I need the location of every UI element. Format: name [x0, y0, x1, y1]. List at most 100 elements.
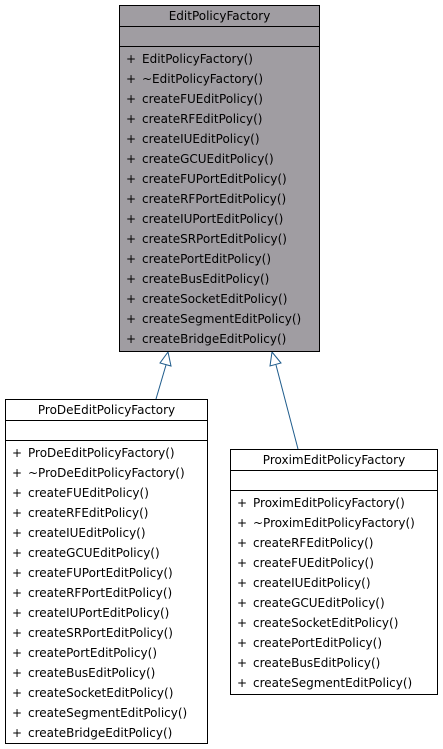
operation-signature: createFUPortEditPolicy()	[142, 172, 287, 186]
operation-signature: createGCUEditPolicy()	[142, 152, 274, 166]
operation-row: +createBridgeEditPolicy()	[126, 329, 319, 349]
visibility-marker: +	[126, 72, 137, 86]
operation-row: +EditPolicyFactory()	[126, 49, 319, 69]
operation-row: + createSocketEditPolicy()	[12, 683, 207, 703]
operation-row: +createFUPortEditPolicy()	[12, 563, 207, 583]
operation-row: + createIUPortEditPolicy()	[12, 603, 207, 623]
edge-prode-to-editpolicyfactory	[155, 350, 172, 400]
operation-row: + createSRPortEditPolicy()	[12, 623, 207, 643]
operation-signature: createBridgeEditPolicy()	[28, 726, 173, 740]
operation-signature: ProDeEditPolicyFactory()	[28, 446, 175, 460]
class-proximeditpolicyfactory[interactable]: ProximEditPolicyFactory + ProximEditPolic…	[230, 449, 438, 695]
visibility-marker: +	[126, 152, 137, 166]
visibility-marker: +	[12, 686, 23, 700]
attributes-compartment	[231, 471, 437, 491]
operation-row: + createIUEditPolicy()	[126, 129, 319, 149]
visibility-marker: +	[237, 676, 248, 690]
operation-row: +~EditPolicyFactory()	[126, 69, 319, 89]
operation-row: +createBusEditPolicy()	[12, 663, 207, 683]
operation-signature: createIUEditPolicy()	[142, 132, 260, 146]
edge-proxim-to-editpolicyfactory	[269, 350, 299, 450]
operation-row: + createRFEditPolicy()	[237, 533, 437, 553]
operation-row: + createSocketEditPolicy()	[126, 289, 319, 309]
operations-compartment: +EditPolicyFactory()+~EditPolicyFactory(…	[120, 47, 319, 349]
class-name: ProDeEditPolicyFactory	[6, 400, 207, 421]
operation-row: + createBridgeEditPolicy()	[12, 723, 207, 743]
operation-row: +createSRPortEditPolicy()	[126, 229, 319, 249]
visibility-marker: +	[12, 706, 23, 720]
operation-row: +createFUEditPolicy()	[126, 89, 319, 109]
visibility-marker: +	[237, 596, 248, 610]
visibility-marker: +	[126, 212, 137, 226]
operation-signature: ProximEditPolicyFactory()	[253, 496, 405, 510]
operation-row: + createRFEditPolicy()	[126, 109, 319, 129]
operation-signature: createSegmentEditPolicy()	[253, 676, 413, 690]
visibility-marker: +	[126, 172, 137, 186]
visibility-marker: +	[12, 726, 23, 740]
operation-signature: createIUPortEditPolicy()	[142, 212, 284, 226]
operation-row: + createIUEditPolicy()	[237, 573, 437, 593]
visibility-marker: +	[12, 586, 23, 600]
operation-row: + createIUEditPolicy()	[12, 523, 207, 543]
operation-row: +createGCUEditPolicy()	[237, 593, 437, 613]
operation-signature: createFUPortEditPolicy()	[28, 566, 173, 580]
visibility-marker: +	[12, 626, 23, 640]
visibility-marker: +	[126, 132, 137, 146]
operation-row: +createSegmentEditPolicy()	[12, 703, 207, 723]
operation-signature: createSRPortEditPolicy()	[28, 626, 173, 640]
operation-signature: createGCUEditPolicy()	[28, 546, 160, 560]
operation-signature: createIUEditPolicy()	[28, 526, 146, 540]
visibility-marker: +	[126, 192, 137, 206]
visibility-marker: +	[237, 496, 248, 510]
operation-signature: createIUEditPolicy()	[253, 576, 371, 590]
operation-signature: createSocketEditPolicy()	[253, 616, 399, 630]
operation-row: + createGCUEditPolicy()	[126, 149, 319, 169]
operation-signature: ~ProximEditPolicyFactory()	[253, 516, 415, 530]
operation-row: + createIUPortEditPolicy()	[126, 209, 319, 229]
operation-signature: createFUEditPolicy()	[253, 556, 374, 570]
visibility-marker: +	[12, 606, 23, 620]
operation-row: +createBusEditPolicy()	[126, 269, 319, 289]
operations-compartment: +ProximEditPolicyFactory()+~ProximEditPo…	[231, 491, 437, 693]
visibility-marker: +	[126, 272, 137, 286]
operation-row: +createFUEditPolicy()	[12, 483, 207, 503]
visibility-marker: +	[237, 536, 248, 550]
operation-signature: createRFEditPolicy()	[253, 536, 374, 550]
visibility-marker: +	[12, 466, 23, 480]
operation-row: + createSegmentEditPolicy()	[237, 673, 437, 693]
operation-signature: createPortEditPolicy()	[142, 252, 271, 266]
visibility-marker: +	[237, 556, 248, 570]
class-name: EditPolicyFactory	[120, 6, 319, 27]
visibility-marker: +	[12, 446, 23, 460]
class-name: ProximEditPolicyFactory	[231, 450, 437, 471]
operation-signature: createFUEditPolicy()	[28, 486, 149, 500]
operation-signature: createSocketEditPolicy()	[142, 292, 288, 306]
operation-signature: createBridgeEditPolicy()	[142, 332, 287, 346]
visibility-marker: +	[237, 576, 248, 590]
operation-signature: ~ProDeEditPolicyFactory()	[28, 466, 185, 480]
visibility-marker: +	[126, 252, 137, 266]
operation-row: +~ProximEditPolicyFactory()	[237, 513, 437, 533]
operation-signature: createIUPortEditPolicy()	[28, 606, 170, 620]
visibility-marker: +	[126, 292, 137, 306]
operation-signature: createSocketEditPolicy()	[28, 686, 174, 700]
visibility-marker: +	[126, 52, 137, 66]
attributes-compartment	[6, 421, 207, 441]
operation-row: + createRFEditPolicy()	[12, 503, 207, 523]
operation-row: + ~ProDeEditPolicyFactory()	[12, 463, 207, 483]
visibility-marker: +	[12, 506, 23, 520]
visibility-marker: +	[126, 112, 137, 126]
visibility-marker: +	[12, 526, 23, 540]
operation-signature: createPortEditPolicy()	[253, 636, 382, 650]
operation-row: +createPortEditPolicy()	[12, 643, 207, 663]
operation-signature: createRFEditPolicy()	[28, 506, 149, 520]
operation-signature: createSRPortEditPolicy()	[142, 232, 287, 246]
class-prodeeditpolicyfactory[interactable]: ProDeEditPolicyFactory + ProDeEditPolicyF…	[5, 399, 208, 744]
operation-signature: createRFPortEditPolicy()	[142, 192, 287, 206]
visibility-marker: +	[12, 546, 23, 560]
operation-signature: createRFPortEditPolicy()	[28, 586, 173, 600]
operation-signature: createRFEditPolicy()	[142, 112, 263, 126]
class-editpolicyfactory[interactable]: EditPolicyFactory +EditPolicyFactory()+~…	[119, 5, 320, 352]
operation-row: + ProDeEditPolicyFactory()	[12, 443, 207, 463]
